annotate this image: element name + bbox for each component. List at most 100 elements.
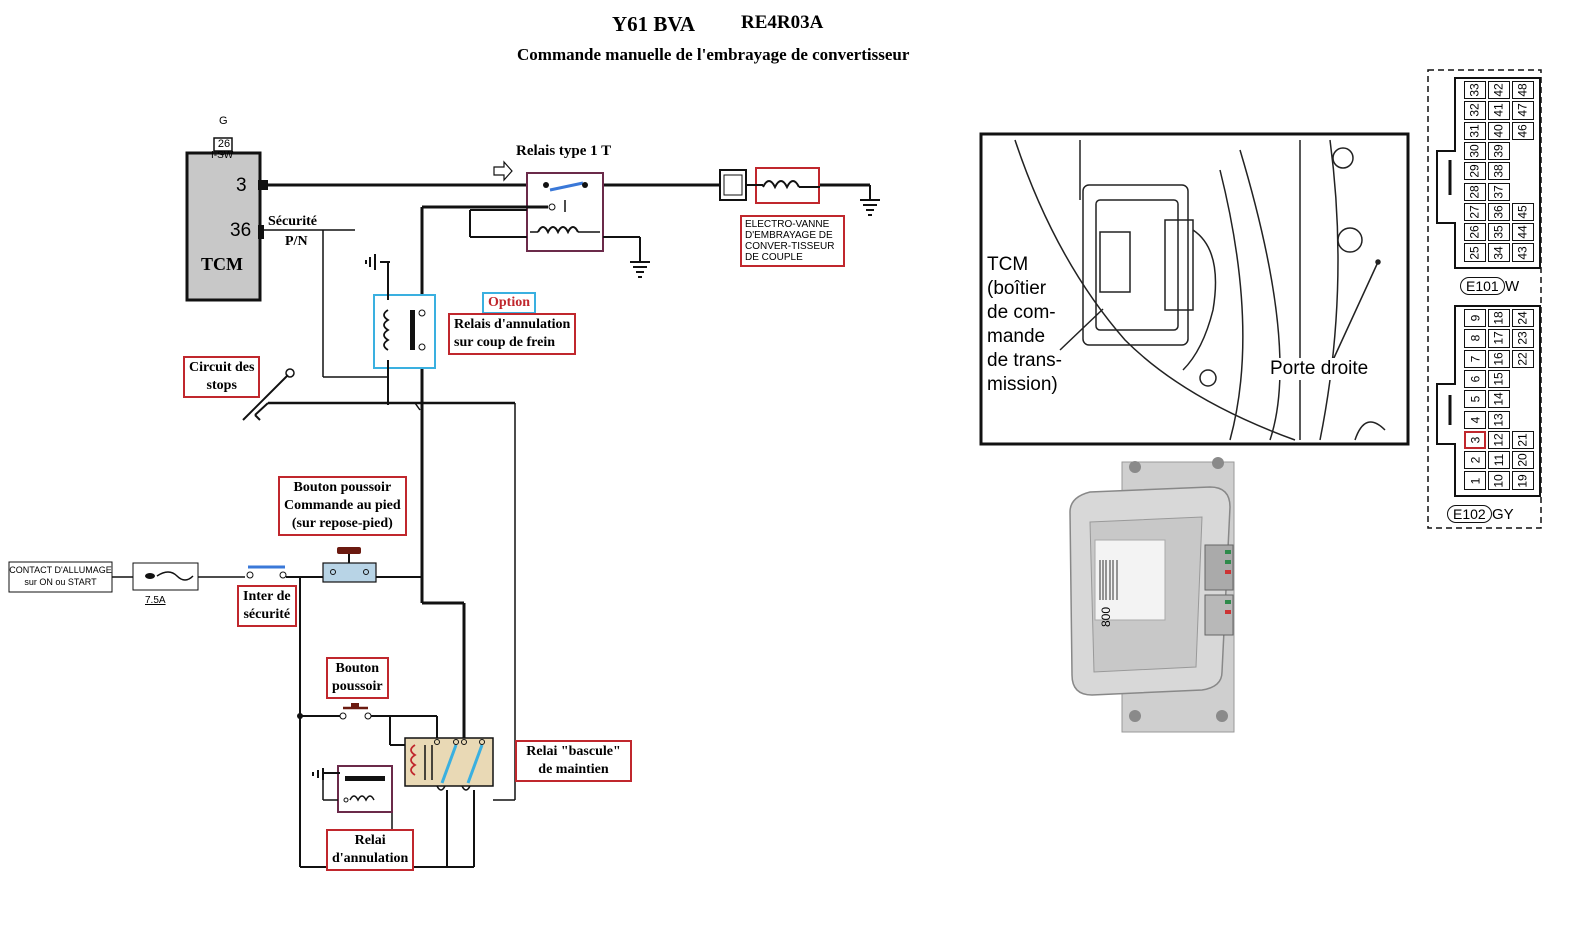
e102-pin-19: 19 <box>1512 471 1534 490</box>
e101-pin-32: 32 <box>1464 101 1486 120</box>
e102-pin-11: 11 <box>1488 451 1510 470</box>
e101-pin-42: 42 <box>1488 81 1510 100</box>
tcm-connector-label: I-SW <box>211 150 234 161</box>
tcm-connector-letter: G <box>219 115 228 127</box>
e102-pin-2: 2 <box>1464 451 1486 470</box>
e101-pin-38: 38 <box>1488 162 1510 181</box>
location-tcm-line-4: de trans- <box>987 350 1062 371</box>
e101-pin-25: 25 <box>1464 243 1486 262</box>
toggle-relay-label: Relai "bascule" de maintien <box>515 740 632 782</box>
safety-switch-label: Inter de sécurité <box>237 585 297 627</box>
foot-button-label: Bouton poussoir Commande au pied (sur re… <box>278 476 407 536</box>
e102-pin-14: 14 <box>1488 390 1510 409</box>
e101-pin-43: 43 <box>1512 243 1534 262</box>
e102-pin-1: 1 <box>1464 471 1486 490</box>
e101-pin-46: 46 <box>1512 121 1534 140</box>
e102-pin-15: 15 <box>1488 369 1510 389</box>
e101-pin-26: 26 <box>1464 223 1486 242</box>
e101-pin-30: 30 <box>1464 141 1486 161</box>
tcm-pin-36: 36 <box>230 220 252 241</box>
tcm-connector-pin-number: 26 <box>217 138 231 150</box>
option-label: Option <box>482 292 537 314</box>
e102-pin-22: 22 <box>1512 349 1534 368</box>
e102-pin-21: 21 <box>1512 430 1534 450</box>
ignition-label-line2: sur ON ou START <box>24 577 97 587</box>
cancel-relay-label-line1: Relai <box>354 833 386 848</box>
connector-e101-name: E101 <box>1460 277 1505 295</box>
e102-pin-3: 3 <box>1464 430 1486 450</box>
location-door-label: Porte droite <box>1268 358 1371 380</box>
diagram-subtitle: Commande manuelle de l'embrayage de conv… <box>517 45 910 64</box>
e101-pin-48: 48 <box>1512 81 1534 100</box>
location-tcm-line-1: (boîtier <box>987 278 1047 299</box>
option-relay-box <box>373 294 436 369</box>
e101-pin-31: 31 <box>1464 121 1486 140</box>
e101-pin-27: 27 <box>1464 202 1486 222</box>
connector-e102-color: GY <box>1492 506 1514 523</box>
e102-pin-7: 7 <box>1464 349 1486 368</box>
e102-pin-17: 17 <box>1488 329 1510 348</box>
ignition-label-line1: CONTACT D'ALLUMAGE <box>9 565 112 575</box>
e101-pin-45: 45 <box>1512 202 1534 222</box>
securite-label-line2: P/N <box>285 234 308 249</box>
ignition-box <box>8 561 113 593</box>
e102-pin-24: 24 <box>1512 309 1534 328</box>
fuse-rating: 7.5A <box>145 595 166 606</box>
safety-switch-label-line1: Inter de <box>243 589 291 604</box>
e101-pin-47: 47 <box>1512 101 1534 120</box>
connector-e101-color: W <box>1505 278 1520 295</box>
e101-pin-44: 44 <box>1512 223 1534 242</box>
solenoid-label-line3: CONVER-TISSEUR <box>745 241 835 252</box>
relay-1t-label: Relais type 1 T <box>516 143 612 159</box>
solenoid-label: ELECTRO-VANNE D'EMBRAYAGE DE CONVER-TISS… <box>740 215 845 267</box>
e101-pin-37: 37 <box>1488 182 1510 201</box>
e102-pin-5: 5 <box>1464 390 1486 409</box>
e101-pin-41: 41 <box>1488 101 1510 120</box>
diagram-title-gearbox: RE4R03A <box>741 12 824 33</box>
solenoid-label-line4: DE COUPLE <box>745 252 803 263</box>
location-figure-sketch <box>1014 139 1386 441</box>
push-button-label-line2: poussoir <box>332 679 383 694</box>
e102-pin-9: 9 <box>1464 309 1486 328</box>
safety-switch-label-line2: sécurité <box>243 607 291 622</box>
e102-pin-10: 10 <box>1488 471 1510 490</box>
connector-e102-name: E102 <box>1447 505 1492 523</box>
e102-pin-20: 20 <box>1512 451 1534 470</box>
e102-pin-8: 8 <box>1464 329 1486 348</box>
securite-label-line1: Sécurité <box>268 214 317 229</box>
e101-pin-34: 34 <box>1488 243 1510 262</box>
foot-button-label-line2: Commande au pied <box>284 498 401 513</box>
solenoid-label-line1: ELECTRO-VANNE <box>745 219 830 230</box>
option-relay-label-line2: sur coup de frein <box>454 335 555 350</box>
e101-pin-36: 36 <box>1488 202 1510 222</box>
cancel-relay-box <box>337 765 393 813</box>
foot-button-label-line1: Bouton poussoir <box>293 480 392 495</box>
location-tcm-line-2: de com- <box>987 302 1056 323</box>
e102-pin-13: 13 <box>1488 410 1510 429</box>
push-button-label: Bouton poussoir <box>326 657 389 699</box>
toggle-relay-label-line2: de maintien <box>538 762 609 777</box>
foot-button-label-line3: (sur repose-pied) <box>291 516 393 531</box>
ecu-photo <box>1069 457 1235 733</box>
stops-circuit-label-line1: Circuit des <box>189 360 255 375</box>
tcm-name: TCM <box>201 254 243 274</box>
diagram-title-model: Y61 BVA <box>612 12 696 36</box>
stops-circuit-label: Circuit des stops <box>183 356 261 398</box>
e101-pin-29: 29 <box>1464 162 1486 181</box>
e101-pin-33: 33 <box>1464 81 1486 100</box>
e101-pin-28: 28 <box>1464 182 1486 201</box>
option-relay-label: Relais d'annulation sur coup de frein <box>448 313 577 355</box>
e102-pin-6: 6 <box>1464 369 1486 389</box>
location-tcm-line-0: TCM <box>987 254 1029 275</box>
cancel-relay-label: Relai d'annulation <box>326 829 415 871</box>
e102-pin-16: 16 <box>1488 349 1510 368</box>
e102-pin-23: 23 <box>1512 329 1534 348</box>
e101-pin-40: 40 <box>1488 121 1510 140</box>
e102-pin-12: 12 <box>1488 430 1510 450</box>
tcm-pin-3: 3 <box>236 175 247 196</box>
e101-pin-39: 39 <box>1488 141 1510 161</box>
ignition-label: CONTACT D'ALLUMAGE sur ON ou START <box>9 564 112 588</box>
